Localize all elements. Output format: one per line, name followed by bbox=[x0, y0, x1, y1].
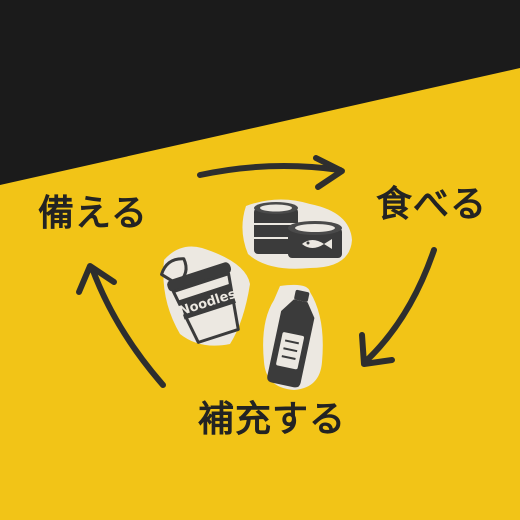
curved-arrow-icon bbox=[76, 263, 166, 388]
curved-arrow-icon bbox=[359, 247, 437, 367]
canned-food-icon bbox=[242, 199, 352, 269]
fish-can-icon bbox=[288, 221, 342, 258]
yellow-paper bbox=[0, 68, 520, 520]
label-eat: 食べる bbox=[376, 184, 488, 225]
curved-arrow-icon bbox=[197, 155, 345, 190]
water-bottle-icon bbox=[263, 284, 323, 390]
label-stockpile: 備える bbox=[38, 193, 148, 234]
cup-noodle-icon: Noodles bbox=[160, 246, 250, 346]
label-replenish: 補充する bbox=[198, 399, 347, 440]
